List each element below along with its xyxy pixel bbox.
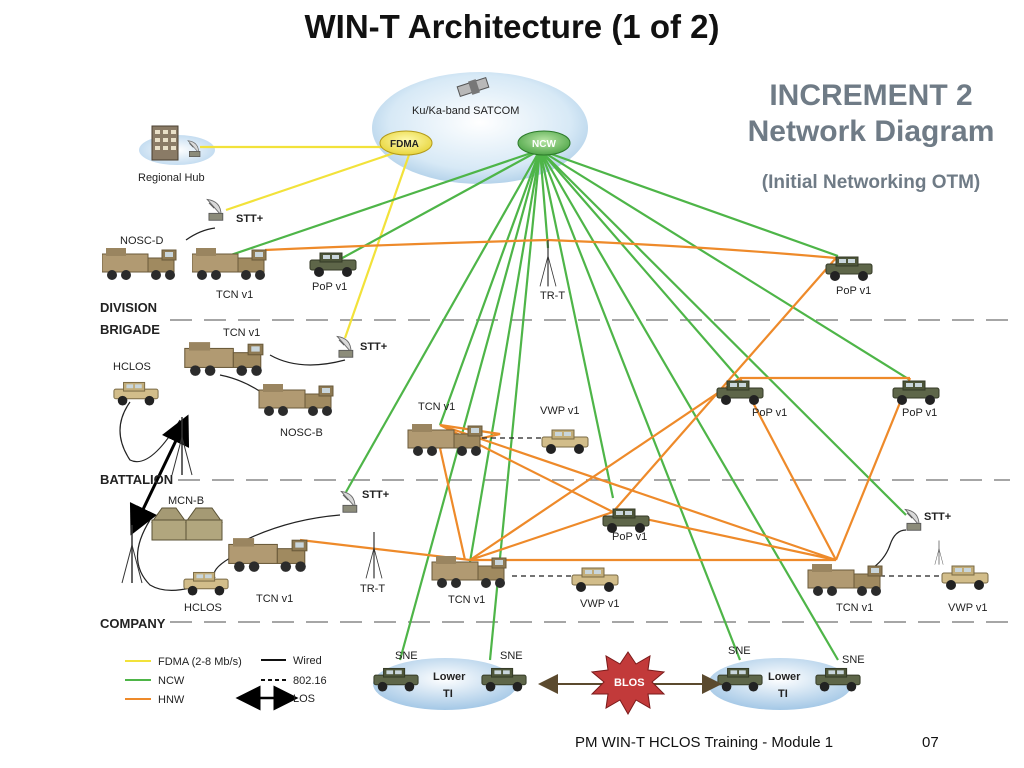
legend-ncw: NCW — [158, 675, 185, 687]
mcn-b-mast — [121, 524, 143, 584]
vwp-company-mid — [571, 567, 619, 593]
legend-wired: Wired — [293, 655, 322, 667]
trt-division-mast — [539, 240, 557, 288]
los-arrow — [129, 414, 190, 536]
vwp-company-right — [941, 565, 989, 591]
tcn-battalion-truck — [228, 537, 308, 573]
mcn-b-label: MCN-B — [168, 495, 204, 507]
tcn-company-right-truck — [807, 563, 883, 597]
tcn-battalion-label: TCN v1 — [256, 593, 293, 605]
legend-hnw: HNW — [158, 694, 185, 706]
lower-ti-right — [708, 658, 861, 710]
pop-brigade-right-label: PoP v1 — [902, 407, 937, 419]
sne-right-b-label: SNE — [842, 654, 865, 666]
nosc-d-label: NOSC-D — [120, 235, 163, 247]
fdma-links — [200, 145, 412, 339]
wired-links — [119, 227, 946, 591]
trt-battalion-label: TR-T — [360, 583, 385, 595]
increment-subtitle: (Initial Networking OTM) — [761, 172, 981, 193]
tcn-battalion-truck-upper — [407, 423, 483, 457]
fdma-node — [379, 130, 433, 156]
sne-right-a-label: SNE — [728, 645, 751, 657]
tcn-company-left-label: TCN v1 — [448, 594, 485, 606]
fdma-label: FDMA — [390, 139, 419, 150]
tcn-division-label: TCN v1 — [216, 289, 253, 301]
tcn-brigade-truck — [184, 341, 264, 377]
stt-battalion-dish — [340, 491, 358, 513]
legend — [125, 659, 299, 711]
hnw-links — [264, 238, 912, 562]
slide-title: WIN-T Architecture (1 of 2) — [304, 8, 720, 45]
hclos-brigade-label: HCLOS — [113, 361, 151, 373]
legend-fdma: FDMA (2-8 Mb/s) — [158, 656, 242, 668]
vwp-battalion-humvee — [541, 429, 589, 455]
nosc-b-label: NOSC-B — [280, 427, 323, 439]
pop-brigade-left-label: PoP v1 — [752, 407, 787, 419]
nosc-b-truck — [258, 383, 334, 417]
blos-burst — [590, 651, 666, 716]
brigade-label: BRIGADE — [100, 322, 160, 337]
increment-title-line2: Network Diagram — [747, 115, 995, 148]
tcn-battalion-upper-label: TCN v1 — [418, 401, 455, 413]
ncw-node — [517, 130, 571, 156]
ncw-label: NCW — [532, 139, 556, 150]
sne-left-b-label: SNE — [500, 650, 523, 662]
footer-text: PM WIN-T HCLOS Training - Module 1 — [575, 734, 834, 751]
stt-battalion-label: STT+ — [362, 489, 389, 501]
ncw-links — [221, 148, 911, 661]
legend-los: LOS — [293, 693, 315, 705]
battalion-label: BATTALION — [100, 472, 173, 487]
blos-label: BLOS — [614, 677, 645, 689]
stt-division-dish — [206, 199, 224, 221]
hclos-battalion-truck — [183, 571, 229, 597]
lower-ti-left-line2: TI — [443, 688, 453, 700]
regional-hub-label: Regional Hub — [138, 172, 205, 184]
hclos-battalion-label: HCLOS — [184, 602, 222, 614]
stt-brigade-dish — [336, 336, 354, 358]
lower-ti-right-line2: TI — [778, 688, 788, 700]
sne-left-a-label: SNE — [395, 650, 418, 662]
vwp-company-right-label: VWP v1 — [948, 602, 988, 614]
company-label: COMPANY — [100, 616, 166, 631]
tcn-company-right-label: TCN v1 — [836, 602, 873, 614]
regional-hub — [139, 125, 215, 165]
trt-division-label: TR-T — [540, 290, 565, 302]
increment-title-line1: INCREMENT 2 — [769, 79, 973, 112]
trt-battalion-mast — [365, 532, 383, 580]
hclos-brigade-truck — [113, 381, 159, 407]
stt-company-label: STT+ — [924, 511, 951, 523]
pop-division-left-label: PoP v1 — [312, 281, 347, 293]
equipment — [102, 199, 989, 597]
vwp-company-mid-label: VWP v1 — [580, 598, 620, 610]
page-number: 07 — [922, 734, 939, 751]
lower-ti-left-line1: Lower — [433, 671, 466, 683]
stt-brigade-label: STT+ — [360, 341, 387, 353]
vwp-battalion-label: VWP v1 — [540, 405, 580, 417]
tcn-division-truck — [192, 247, 267, 281]
mcn-b-shelters — [151, 507, 223, 541]
nosc-d-truck — [102, 247, 177, 281]
pop-battalion-label: PoP v1 — [612, 531, 647, 543]
satcom-label: Ku/Ka-band SATCOM — [412, 105, 519, 117]
increment-title: INCREMENT 2 Network Diagram — [740, 78, 1002, 150]
pop-division-left — [309, 252, 357, 278]
pop-brigade-right — [892, 380, 940, 406]
company-antenna — [934, 540, 944, 566]
legend-80216: 802.16 — [293, 675, 327, 687]
stt-company-dish — [904, 509, 922, 531]
pop-division-right-label: PoP v1 — [836, 285, 871, 297]
tcn-brigade-label: TCN v1 — [223, 327, 260, 339]
lower-ti-left — [373, 658, 527, 710]
satcom-cloud — [372, 72, 588, 184]
lower-ti-right-line1: Lower — [768, 671, 801, 683]
division-label: DIVISION — [100, 300, 157, 315]
stt-division-label: STT+ — [236, 213, 263, 225]
